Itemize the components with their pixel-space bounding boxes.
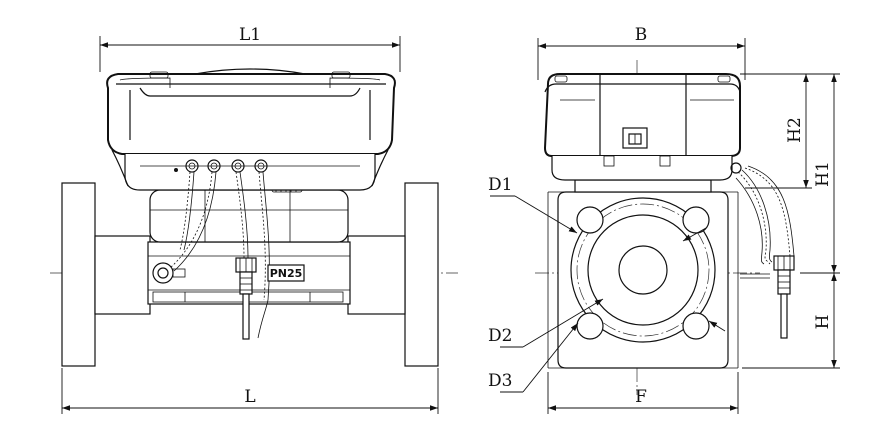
leader-d3: D3 (488, 322, 579, 393)
side-neck (574, 179, 712, 193)
front-view: PN25 L1 L (50, 25, 458, 414)
leader-d1-label: D1 (488, 175, 512, 195)
leader-d2-label: D2 (488, 326, 512, 346)
dimension-l1-label: L1 (239, 25, 261, 45)
leader-d1: D1 (488, 175, 726, 332)
side-sensor-cable (735, 165, 795, 339)
temperature-probe (235, 257, 257, 340)
dimension-h2: H2 (785, 74, 809, 188)
dimension-h-label: H (813, 315, 833, 330)
dimension-l: L (61, 368, 439, 414)
dimension-f: F (547, 372, 739, 414)
dimension-h2-label: H2 (785, 117, 805, 143)
dimension-l1: L1 (99, 25, 401, 72)
right-flange (347, 182, 439, 367)
pressure-rating-plate (267, 264, 305, 282)
dimension-f-label: F (635, 387, 647, 407)
calculator-head (106, 68, 396, 191)
dimension-b: B (537, 25, 746, 80)
dimension-b-label: B (635, 25, 648, 45)
leader-d3-label: D3 (488, 371, 512, 391)
left-flange (61, 182, 151, 367)
sensor-cables (169, 171, 270, 339)
dimension-h1-label: H1 (813, 161, 833, 187)
side-view: B F H2 H1 H (488, 25, 840, 414)
side-calculator-head (543, 73, 742, 181)
dimension-h: H (813, 273, 837, 368)
dimension-l-label: L (244, 387, 255, 407)
sensor-module (149, 181, 349, 243)
dimension-h1: H1 (813, 74, 837, 273)
pressure-rating-text: PN25 (270, 267, 303, 280)
leader-d2: D2 (488, 227, 707, 348)
pressure-fitting (152, 262, 186, 284)
square-flange (547, 191, 739, 369)
